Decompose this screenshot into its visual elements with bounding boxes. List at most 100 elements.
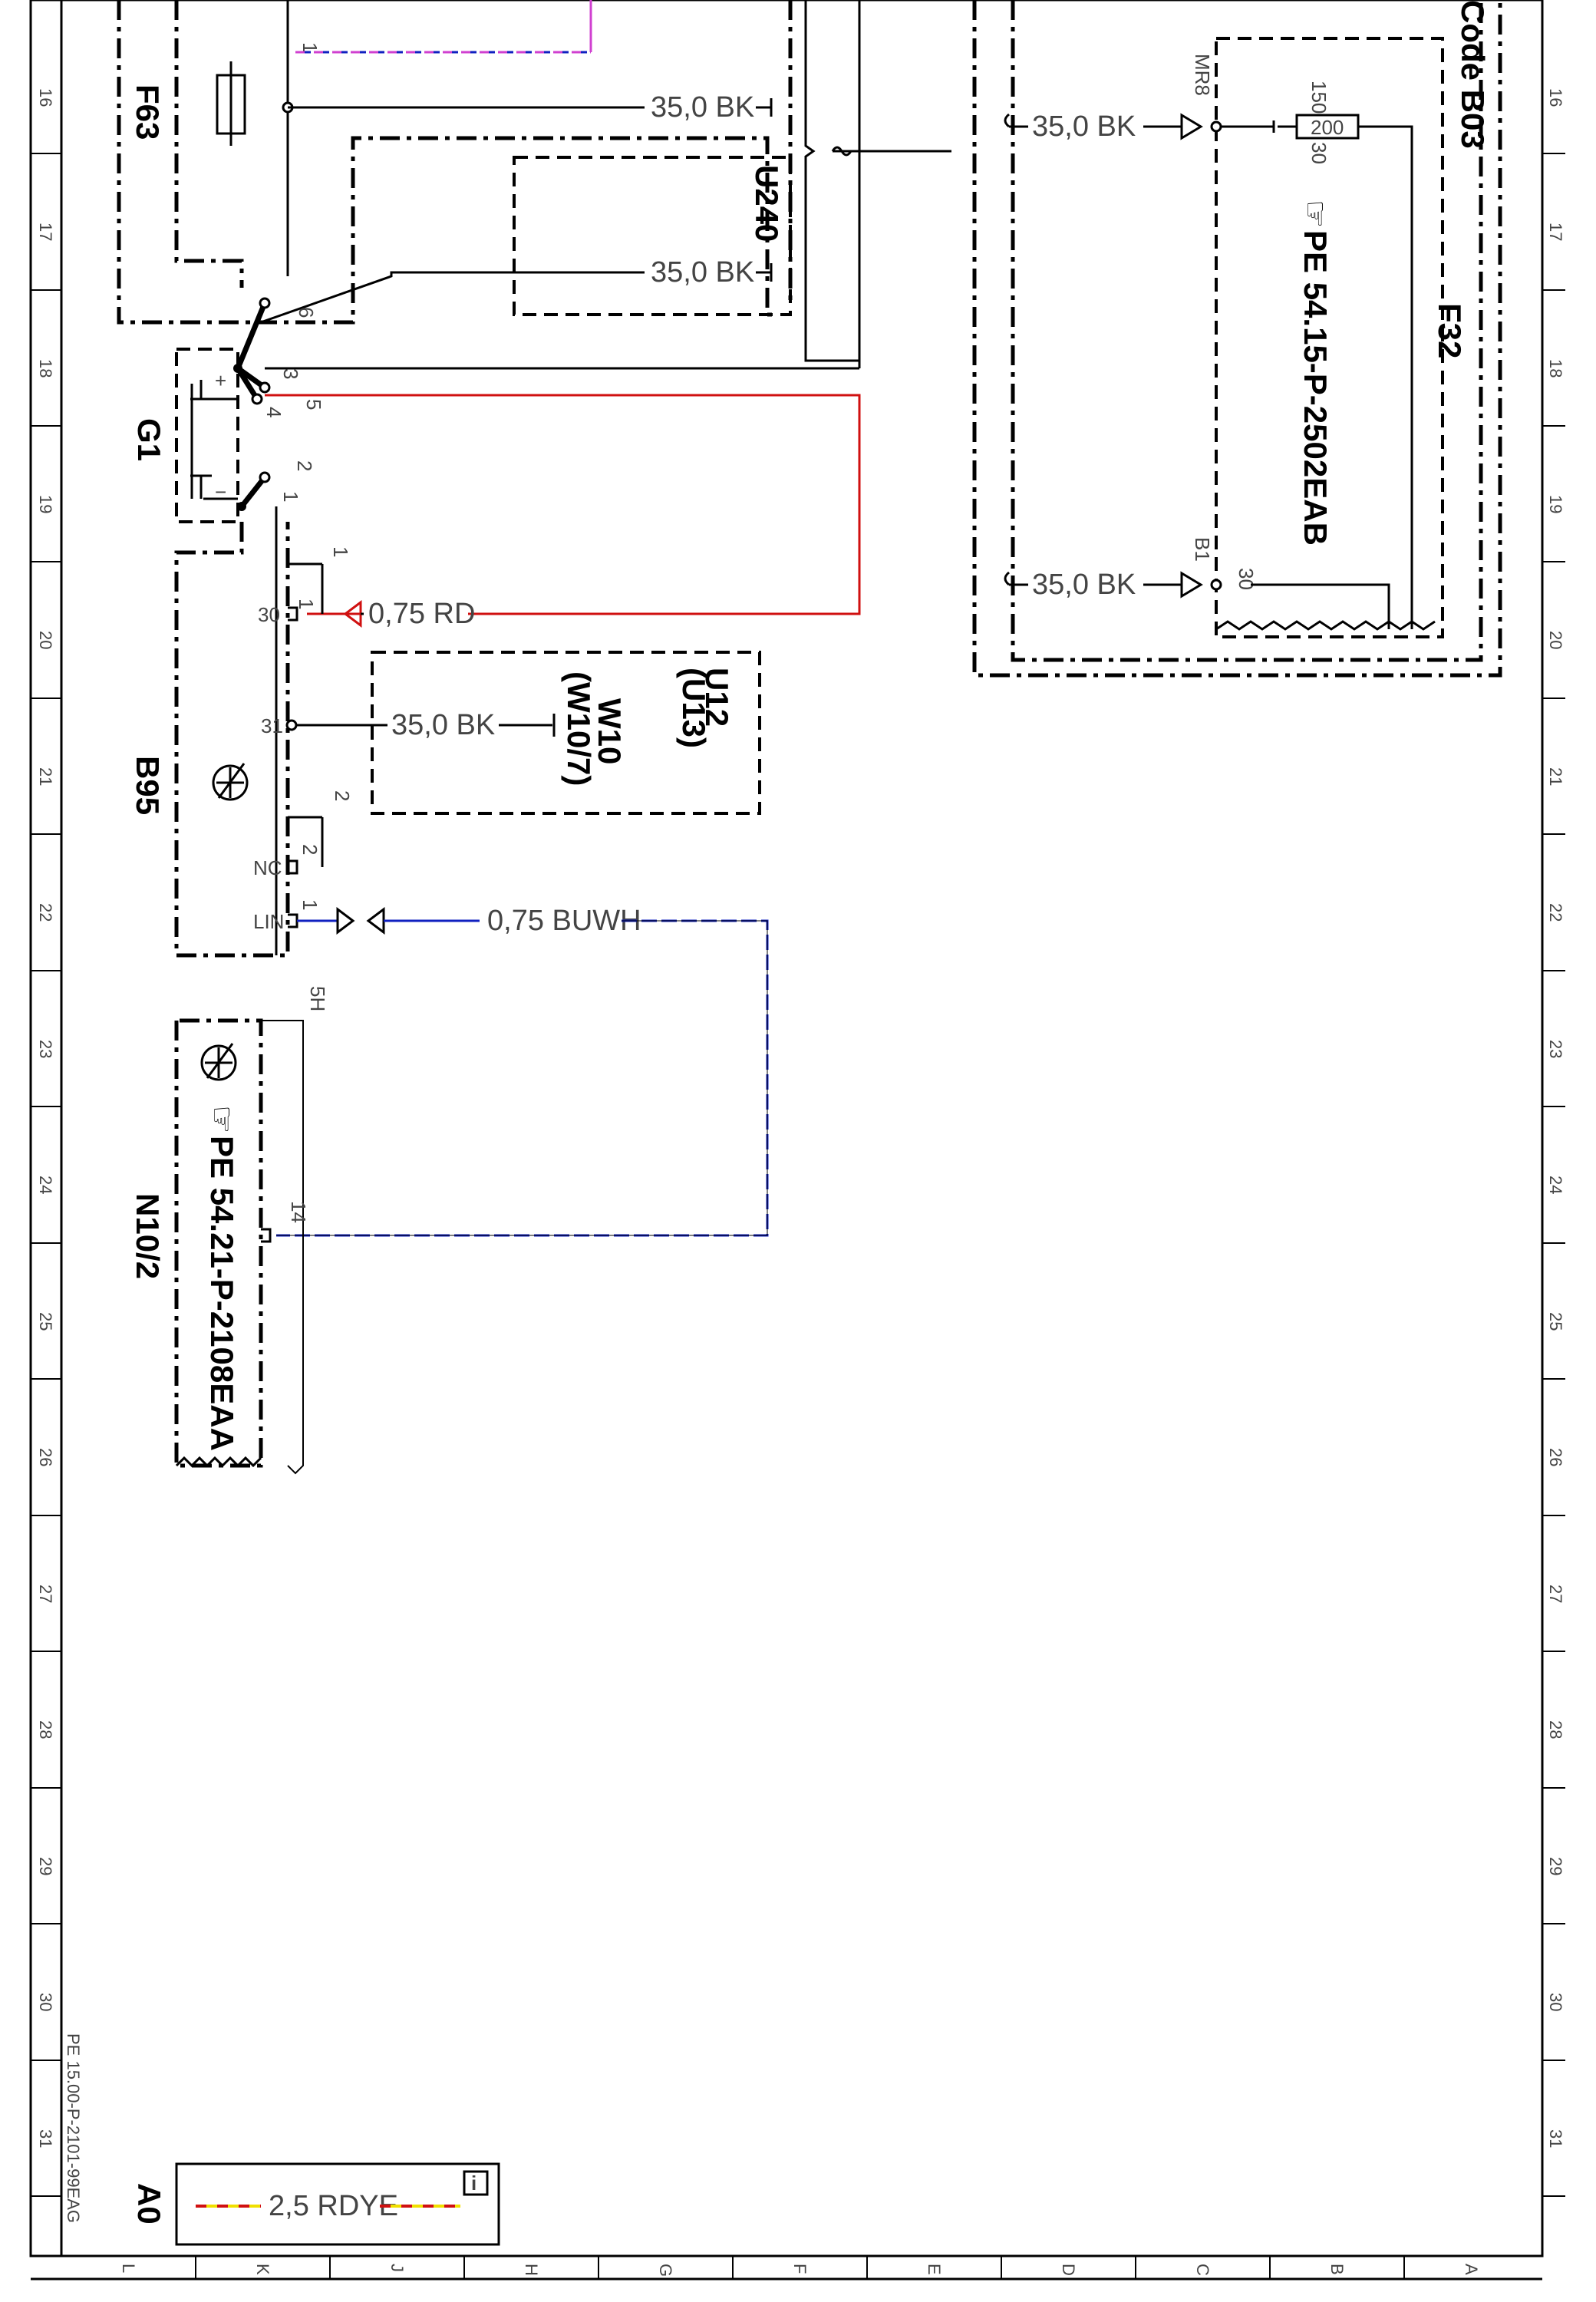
svg-text:+: + xyxy=(215,369,226,392)
row-label: 27 xyxy=(36,1585,55,1603)
row-label: 29 xyxy=(36,1857,55,1875)
row-label: 27 xyxy=(1546,1585,1565,1603)
row-label: 31 xyxy=(36,2129,55,2148)
u12-label: U12 xyxy=(699,668,735,727)
grid-column-ticks xyxy=(195,2256,1405,2279)
b95-label: B95 xyxy=(130,756,166,815)
row-label: 31 xyxy=(1546,2129,1565,2148)
pin-label: 5 xyxy=(302,399,325,410)
pin-label: 200 xyxy=(1311,116,1344,139)
grid-row-labels-right: 16 17 18 19 20 21 22 23 24 25 26 27 28 2… xyxy=(1546,88,1565,2148)
col-label: K xyxy=(253,2264,272,2275)
pin-label: 3 xyxy=(279,368,302,379)
row-label: 24 xyxy=(1546,1176,1565,1194)
row-label: 25 xyxy=(36,1312,55,1331)
wire-label: 0,75 RD xyxy=(368,598,475,630)
col-label: D xyxy=(1059,2264,1078,2276)
row-label: 19 xyxy=(1546,495,1565,513)
cross-reference-connector xyxy=(804,0,951,362)
pin-label: 1 xyxy=(295,599,318,609)
pin-label: MR8 xyxy=(1191,54,1214,96)
pin-label: 1 xyxy=(329,546,352,557)
col-label: B xyxy=(1327,2264,1347,2275)
row-label: 21 xyxy=(36,767,55,786)
a0-legend: A0 2,5 RDYE i xyxy=(131,2162,500,2246)
pink-blue-wire xyxy=(295,0,592,54)
grid-row-ticks xyxy=(31,153,1565,2197)
fuse-icon xyxy=(1295,114,1360,140)
u12-component: U12 (U13) W10 (W10/7) xyxy=(371,651,761,815)
col-label: H xyxy=(522,2264,541,2276)
pin-label: 31 xyxy=(261,714,283,737)
row-label: 30 xyxy=(36,1993,55,2011)
f32-label: F32 xyxy=(1432,303,1468,358)
u13-label: (U13) xyxy=(676,668,712,748)
row-label: 26 xyxy=(1546,1448,1565,1466)
hand-pointer-icon: ☞ xyxy=(1298,200,1334,229)
row-label: 18 xyxy=(1546,359,1565,378)
pin-label: LIN xyxy=(253,910,284,933)
w10-label: W10 xyxy=(592,698,628,764)
g1-battery: G1 + − 6 3 5 4 2 1 xyxy=(131,297,861,523)
pin-label: 1 xyxy=(298,899,322,910)
u240-component: U240 35,0 BK xyxy=(260,156,792,324)
row-label: 17 xyxy=(1546,223,1565,241)
u240-label: U240 xyxy=(749,165,785,242)
row-label: 25 xyxy=(1546,1312,1565,1331)
row-label: 29 xyxy=(1546,1857,1565,1875)
col-label: C xyxy=(1193,2264,1212,2276)
pin-label: 2 xyxy=(293,460,316,471)
g1-label: G1 xyxy=(131,418,167,461)
row-label: 21 xyxy=(1546,767,1565,786)
pin-label: 2 xyxy=(331,790,354,801)
pin-label: 150 xyxy=(1307,81,1331,114)
svg-text:i: i xyxy=(471,2172,476,2195)
pin-label: 30 xyxy=(1307,142,1331,164)
col-label: F xyxy=(790,2264,810,2274)
col-label: L xyxy=(119,2264,138,2273)
pin-label: 5H xyxy=(306,986,329,1011)
wire-label: 35,0 BK xyxy=(391,709,495,741)
sensor-icon xyxy=(200,1044,237,1081)
row-label: 22 xyxy=(36,903,55,922)
wire-label: 35,0 BK xyxy=(651,91,754,124)
n10-2-ref: PE 54.21-P-2108EAA xyxy=(204,1136,240,1451)
row-label: 16 xyxy=(1546,88,1565,107)
pin-label: B1 xyxy=(1191,537,1214,562)
wire-label: 35,0 BK xyxy=(1032,569,1136,601)
row-label: 17 xyxy=(36,223,55,241)
lin-wire: 0,75 BUWH xyxy=(276,905,769,1237)
hand-pointer-icon: ☞ xyxy=(204,1105,240,1134)
f63-label: F63 xyxy=(130,84,166,140)
wire-label: 0,75 BUWH xyxy=(487,905,641,937)
col-label: J xyxy=(387,2264,407,2272)
col-label: G xyxy=(656,2264,675,2277)
n10-2-component: N10/2 ☞ PE 54.21-P-2108EAA 5H 14 xyxy=(130,986,329,1475)
pin-label: 2 xyxy=(298,844,322,855)
w10-7-label: (W10/7) xyxy=(561,671,597,786)
row-label: 23 xyxy=(1546,1040,1565,1058)
col-label: A xyxy=(1462,2264,1481,2275)
row-label: 22 xyxy=(1546,903,1565,922)
pin-label: 4 xyxy=(262,407,285,417)
pin-label: 30 xyxy=(1235,568,1258,590)
n10-2-label: N10/2 xyxy=(130,1193,166,1279)
sensor-icon xyxy=(212,764,249,801)
f32-ref: PE 54.15-P-2502EAB xyxy=(1298,230,1334,546)
pin-label: 30 xyxy=(258,603,280,626)
row-label: 30 xyxy=(1546,1993,1565,2011)
row-label: 26 xyxy=(36,1448,55,1466)
pin-label: 1 xyxy=(279,491,302,502)
wire-label: 35,0 BK xyxy=(1032,110,1136,143)
pin-label: NC xyxy=(253,856,282,879)
grid-row-labels-left: 16 17 18 19 20 21 22 23 24 25 26 27 28 2… xyxy=(36,88,55,2148)
row-label: 28 xyxy=(1546,1720,1565,1739)
row-label: 19 xyxy=(36,495,55,513)
row-label: 28 xyxy=(36,1720,55,1739)
pin-label: 14 xyxy=(287,1201,310,1223)
row-label: 18 xyxy=(36,359,55,378)
row-label: 24 xyxy=(36,1176,55,1194)
f63-component: F63 1 35,0 BK xyxy=(117,0,793,325)
code-b03-block: Code B03 F32 ☞ PE 54.15-P-2502EAB 35,0 B… xyxy=(972,0,1502,678)
row-label: 23 xyxy=(36,1040,55,1058)
